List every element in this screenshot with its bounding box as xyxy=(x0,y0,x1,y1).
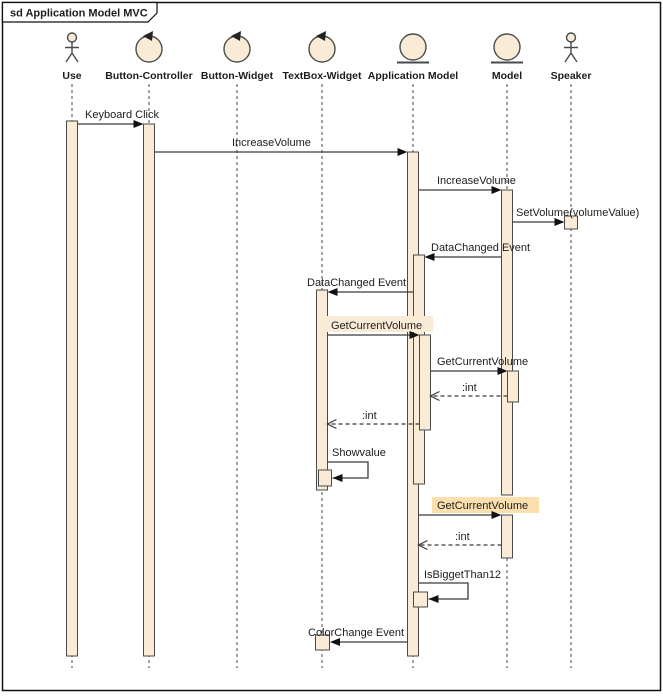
activation-bar-textbox-widget xyxy=(315,634,330,651)
message-setvolume-volumevalue-: SetVolume(volumeValue) xyxy=(512,207,639,226)
lifeline-label: Use xyxy=(62,70,81,82)
frame-title: sd Application Model MVC xyxy=(10,8,148,20)
control-arrow-icon xyxy=(316,31,326,41)
filled-arrowhead-icon xyxy=(428,595,439,603)
open-arrowhead-icon xyxy=(429,390,440,402)
message-datachanged-event: DataChanged Event xyxy=(307,277,414,296)
frame-title-tab xyxy=(1,1,158,23)
lifeline-label: Speaker xyxy=(551,70,592,82)
activation-bar-textbox-widget xyxy=(318,469,332,487)
control-arrow-icon xyxy=(143,31,153,41)
self-message-line xyxy=(327,461,369,479)
actor-icon xyxy=(66,32,78,43)
lifeline-label: Button-Widget xyxy=(201,70,274,82)
message-label: ColorChange Event xyxy=(308,627,404,639)
filled-arrowhead-icon xyxy=(554,218,565,226)
lifeline-head-button-controller: Button-Controller xyxy=(105,31,193,82)
lifeline-head-textbox-widget: TextBox-Widget xyxy=(282,31,362,82)
activation-bar-application-model xyxy=(413,591,428,608)
filled-arrowhead-icon xyxy=(497,367,508,375)
control-arrow-icon xyxy=(231,31,241,41)
message--int: :int xyxy=(326,410,420,430)
activation-bar-use xyxy=(66,120,78,657)
message-label-highlight xyxy=(432,497,539,513)
actor-icon xyxy=(65,42,79,63)
control-icon xyxy=(308,35,336,63)
filled-arrowhead-icon xyxy=(424,253,435,261)
lifeline-head-application-model: Application Model xyxy=(368,33,458,82)
lifeline-head-speaker: Speaker xyxy=(551,32,592,82)
message-colorchange-event: ColorChange Event xyxy=(308,627,408,646)
message--int: :int xyxy=(417,531,502,551)
filled-arrowhead-icon xyxy=(330,638,340,646)
self-message-isbiggetthan12: IsBiggetThan12 xyxy=(418,569,501,603)
lifeline-label: Application Model xyxy=(368,70,458,82)
message-label: IncreaseVolume xyxy=(437,175,516,187)
message-label: IncreaseVolume xyxy=(232,137,311,149)
message-label: :int xyxy=(462,382,477,394)
entity-icon xyxy=(399,33,427,61)
lifeline-label: Model xyxy=(492,70,522,82)
message-label-highlight xyxy=(326,316,433,332)
activation-bar-speaker xyxy=(564,215,578,230)
message-label: Keyboard Click xyxy=(85,109,159,121)
message-label: :int xyxy=(362,410,377,422)
open-arrowhead-icon xyxy=(417,539,428,551)
message-getcurrentvolume: GetCurrentVolume xyxy=(326,316,433,339)
activation-bar-model xyxy=(507,370,519,403)
lifeline-label: TextBox-Widget xyxy=(282,70,362,82)
filled-arrowhead-icon xyxy=(409,331,420,339)
activation-bar-textbox-widget xyxy=(316,289,328,491)
actor-icon xyxy=(565,32,577,43)
filled-arrowhead-icon xyxy=(397,148,408,156)
message-increasevolume: IncreaseVolume xyxy=(418,175,516,194)
activation-bar-application-model xyxy=(419,334,431,431)
message-keyboard-click: Keyboard Click xyxy=(77,109,159,128)
filled-arrowhead-icon xyxy=(491,186,502,194)
self-message-showvalue: Showvalue xyxy=(327,447,386,482)
message-getcurrentvolume: GetCurrentVolume xyxy=(430,356,528,375)
filled-arrowhead-icon xyxy=(327,288,338,296)
message-label: DataChanged Event xyxy=(307,277,406,289)
lifeline-label: Button-Controller xyxy=(105,70,192,82)
message-label: GetCurrentVolume xyxy=(331,320,422,332)
control-icon xyxy=(135,35,163,63)
message-datachanged-event: DataChanged Event xyxy=(424,242,530,261)
control-icon xyxy=(223,35,251,63)
filled-arrowhead-icon xyxy=(133,120,144,128)
message-getcurrentvolume: GetCurrentVolume xyxy=(418,497,539,519)
message-label: DataChanged Event xyxy=(431,242,530,254)
message-label: GetCurrentVolume xyxy=(437,356,528,368)
filled-arrowhead-icon xyxy=(491,511,502,519)
activation-bar-model xyxy=(501,514,513,559)
message--int: :int xyxy=(429,382,508,402)
entity-icon xyxy=(493,33,521,61)
lifeline-head-button-widget: Button-Widget xyxy=(201,31,274,82)
message-label: :int xyxy=(455,531,470,543)
self-message-label: IsBiggetThan12 xyxy=(424,569,501,581)
activation-bar-model xyxy=(501,189,513,496)
activation-bar-button-controller xyxy=(143,123,155,657)
message-label: GetCurrentVolume xyxy=(437,500,528,512)
self-message-line xyxy=(418,582,469,600)
actor-icon xyxy=(564,42,578,63)
message-increasevolume: IncreaseVolume xyxy=(154,137,408,156)
message-label: SetVolume(volumeValue) xyxy=(516,207,639,219)
lifeline-head-model: Model xyxy=(491,33,523,82)
self-message-label: Showvalue xyxy=(332,447,386,459)
lifeline-head-use: Use xyxy=(62,32,82,82)
filled-arrowhead-icon xyxy=(332,474,343,482)
open-arrowhead-icon xyxy=(326,418,337,430)
